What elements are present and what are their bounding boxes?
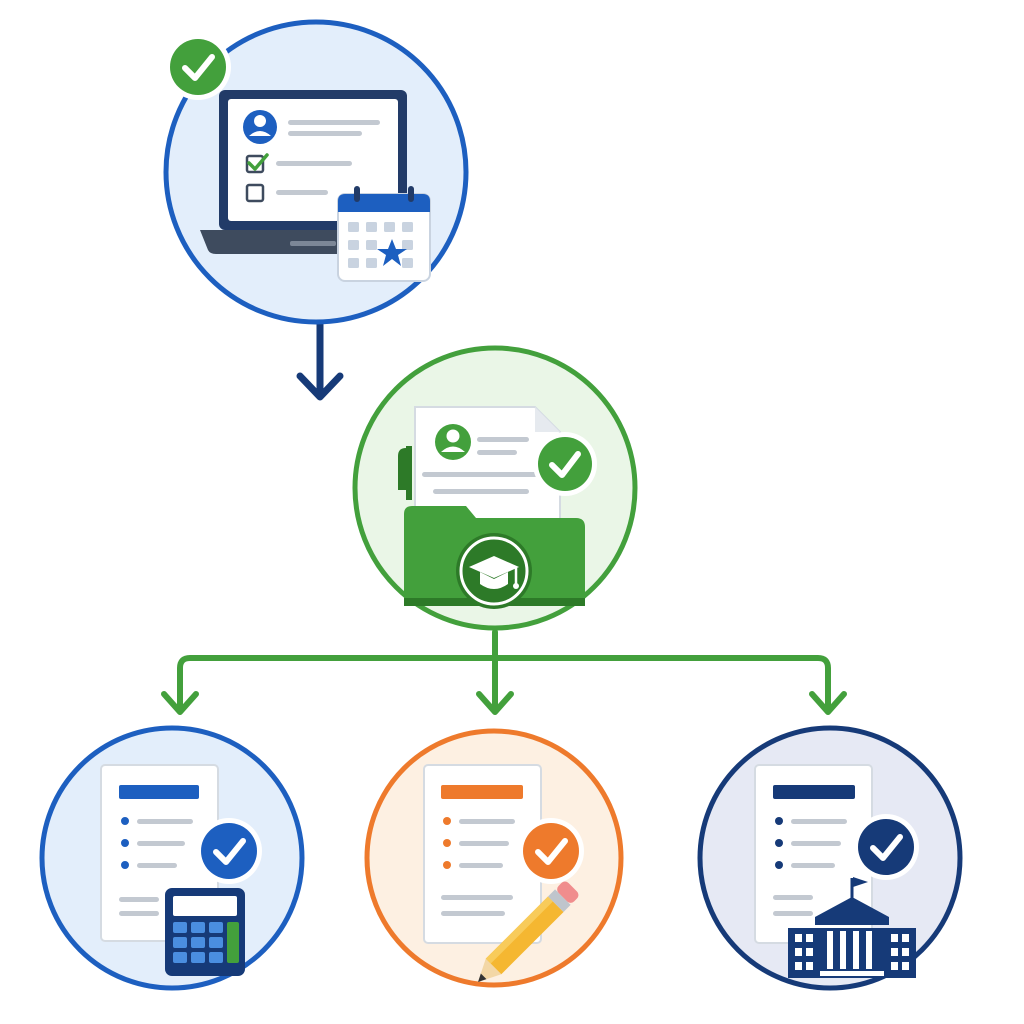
arrow-to-institution xyxy=(809,691,847,715)
user-profile-icon xyxy=(243,110,277,144)
node-student-records xyxy=(352,345,638,631)
node-institution-review xyxy=(697,725,963,991)
check-badge-icon xyxy=(165,34,231,100)
calculator-icon xyxy=(165,888,245,976)
node-writing-assessment xyxy=(364,728,624,988)
check-badge-icon xyxy=(533,432,597,496)
checkbox-empty-icon xyxy=(245,183,265,203)
folder-icon xyxy=(398,446,412,500)
check-badge-icon xyxy=(518,818,584,884)
node-math-assessment xyxy=(39,725,305,991)
arrow-to-writing xyxy=(476,691,514,715)
document-icon xyxy=(423,764,542,944)
user-profile-icon xyxy=(435,424,471,460)
connector-application-to-records xyxy=(296,318,344,401)
connector-records-to-branches xyxy=(161,629,847,715)
check-badge-icon xyxy=(853,814,919,880)
check-badge-icon xyxy=(196,818,262,884)
node-online-application xyxy=(163,19,469,325)
arrow-to-math xyxy=(161,691,199,715)
checkbox-checked-icon xyxy=(245,153,269,174)
university-building-icon xyxy=(788,877,916,978)
graduation-cap-icon xyxy=(456,533,532,609)
calendar-star-icon xyxy=(337,186,431,282)
